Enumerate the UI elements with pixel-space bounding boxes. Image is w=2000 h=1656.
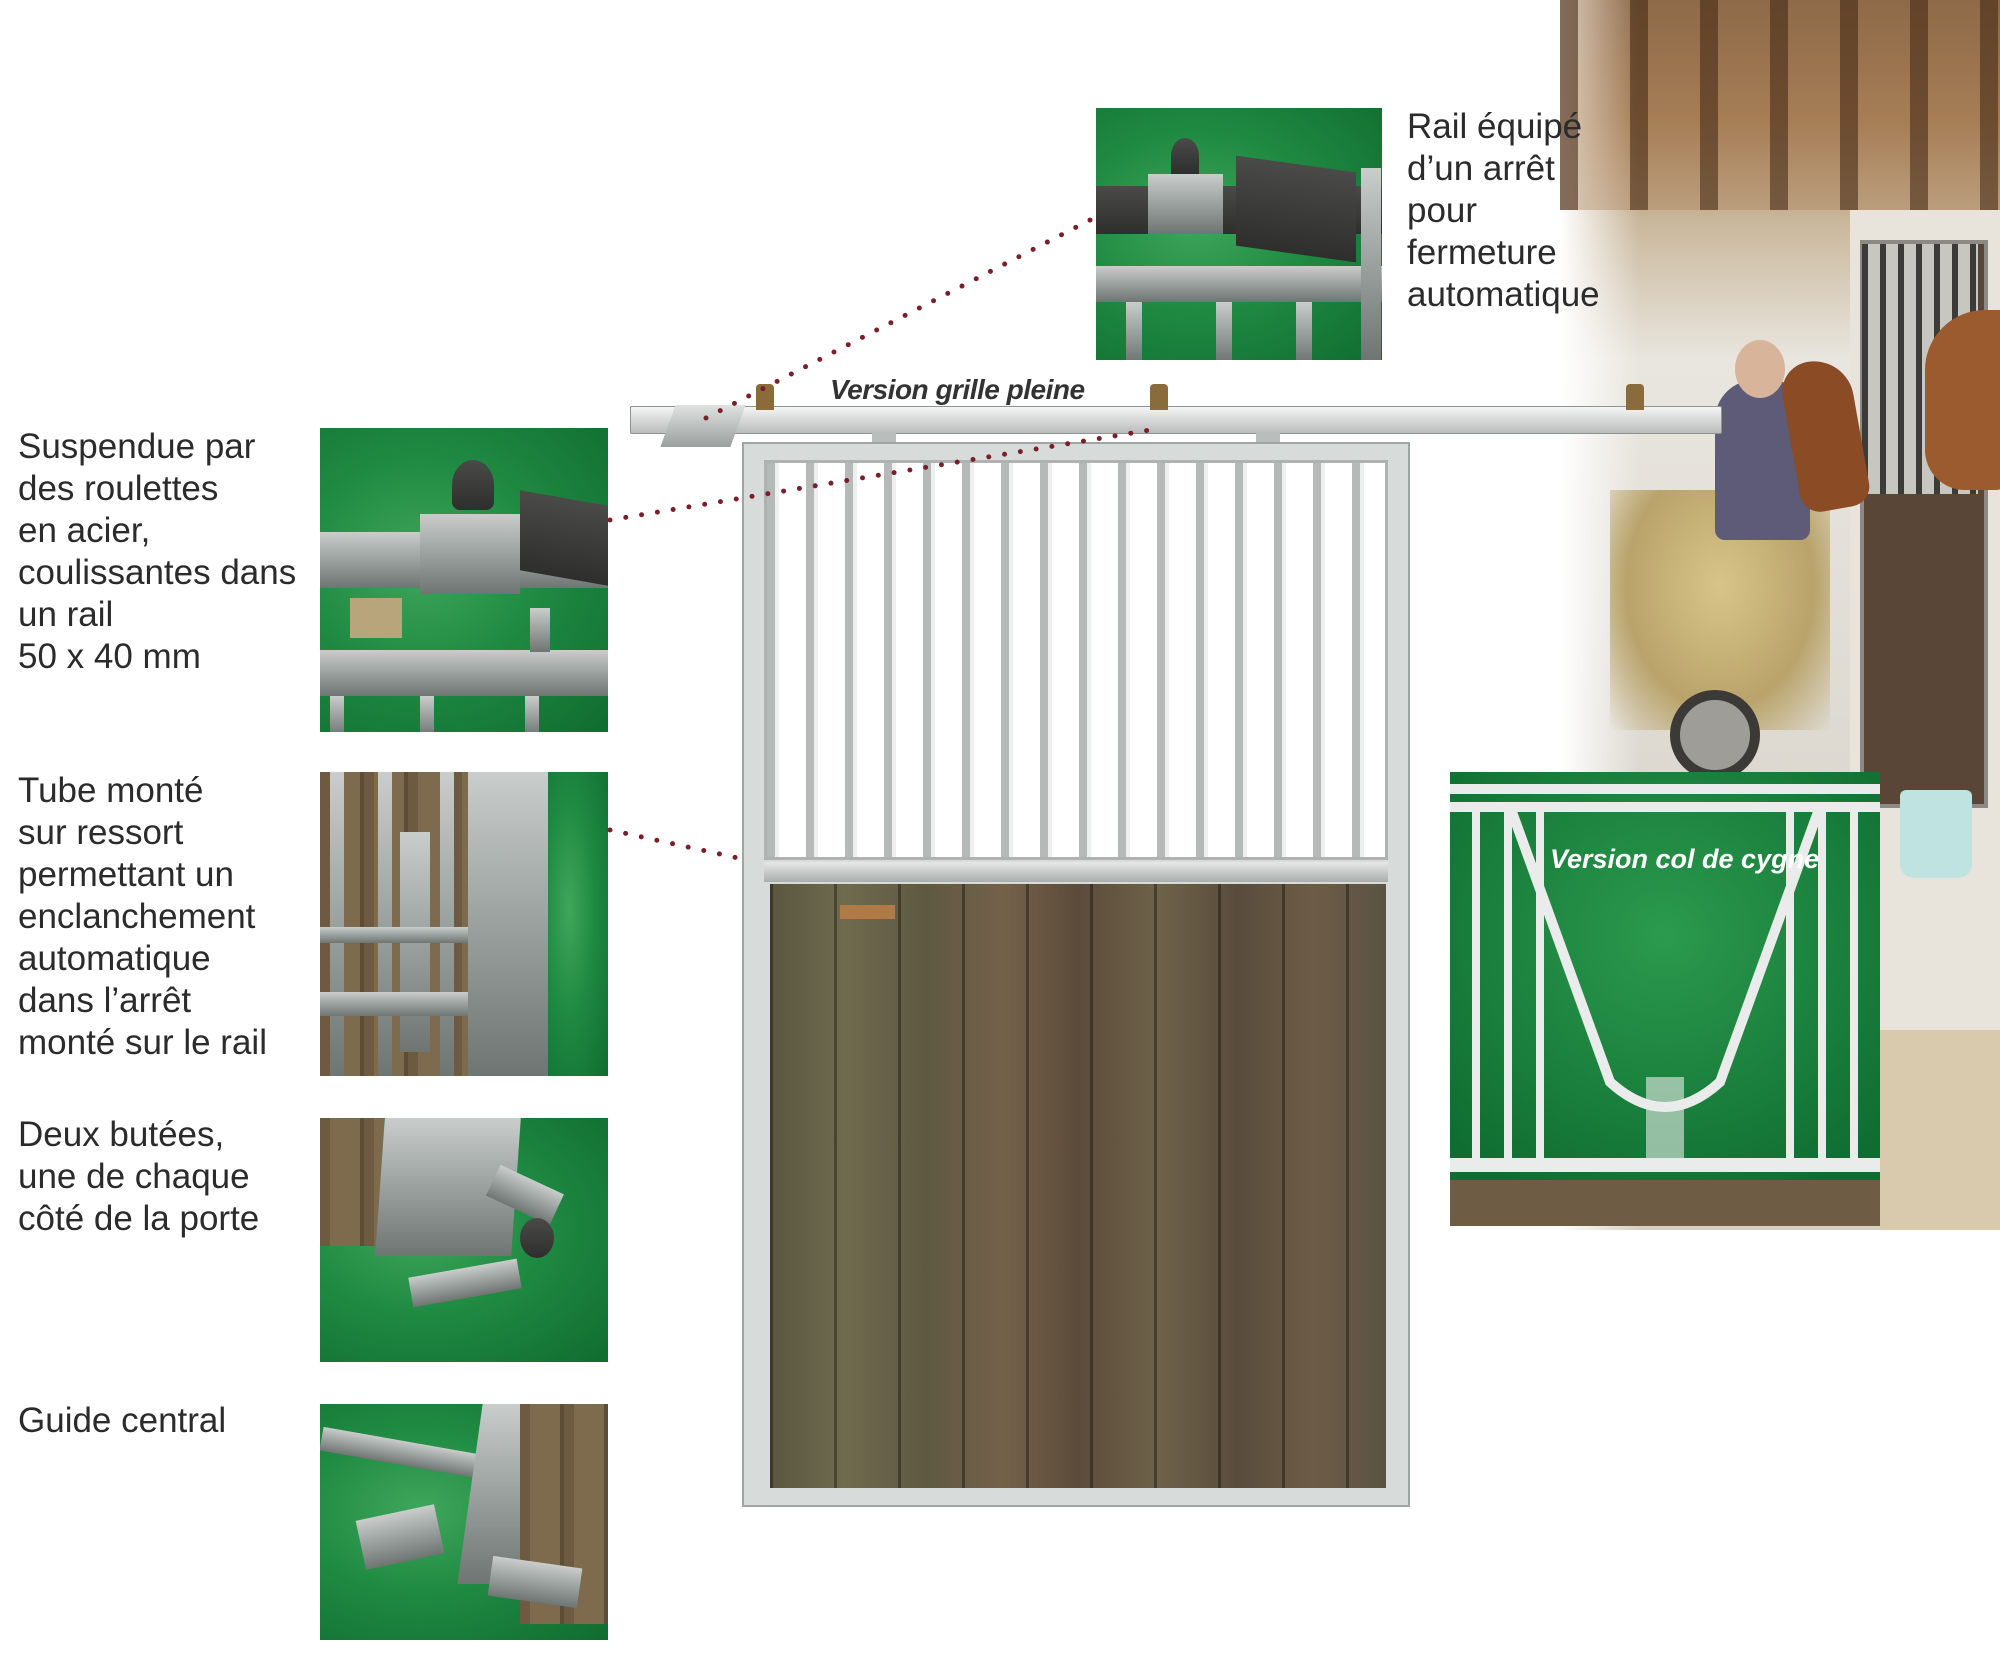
door-wood-panel (770, 884, 1386, 1488)
door-mid-rail (764, 862, 1388, 882)
roller-1 (756, 384, 774, 410)
stops-caption: Deux butées, une de chaque côté de la po… (18, 1115, 260, 1238)
door-grille (764, 460, 1388, 860)
gooseneck-panel: Version col de cygne (1450, 772, 1880, 1226)
maker-plaque (840, 905, 895, 919)
rollers-caption: Suspendue par des roulettes en acier, co… (18, 427, 297, 676)
rail-stop-caption: Rail équipé d’un arrêt pour fermeture au… (1407, 107, 1600, 314)
connector-rollers (607, 427, 1153, 523)
top-rail (630, 406, 1722, 434)
gooseneck-illustration (1450, 772, 1880, 1226)
roller-3 (1626, 384, 1644, 410)
rail-stop-photo (1096, 108, 1382, 360)
stops-photo (320, 1118, 608, 1362)
guide-caption: Guide central (18, 1401, 227, 1440)
connector-spring-tube (607, 827, 741, 861)
spring-tube-caption: Tube monté sur ressort permettant un enc… (18, 771, 267, 1062)
rollers-photo (320, 428, 608, 732)
gooseneck-label: Version col de cygne (1550, 844, 1820, 874)
guide-photo (320, 1404, 608, 1640)
full-grille-label: Version grille pleine (830, 374, 1085, 405)
spring-tube-photo (320, 772, 608, 1076)
roller-2 (1150, 384, 1168, 410)
connector-rail-stop (703, 215, 1097, 421)
